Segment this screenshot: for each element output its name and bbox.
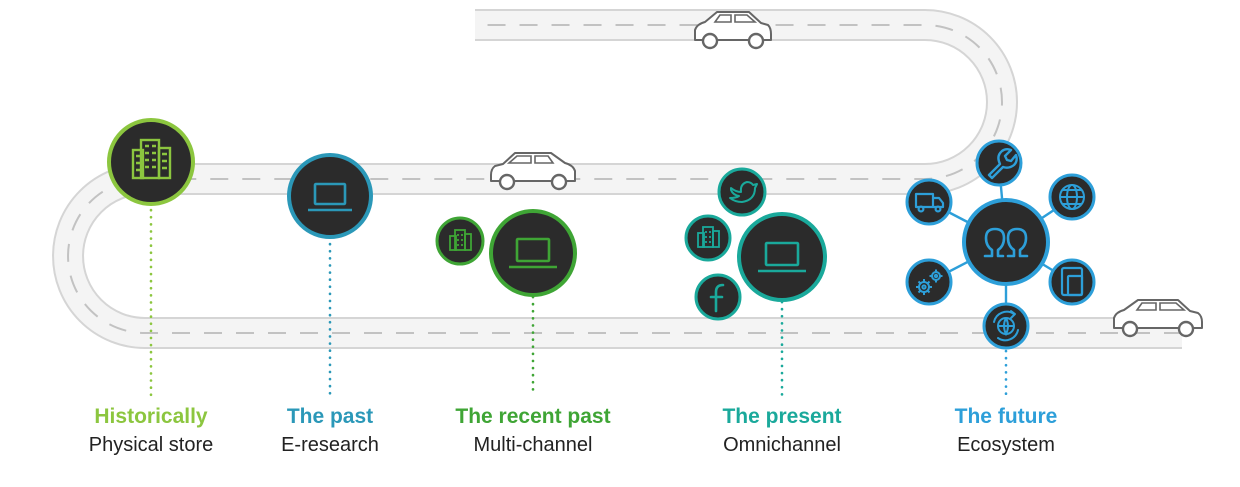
truck-icon (914, 192, 945, 213)
stage-subtitle: Multi-channel (473, 434, 593, 456)
stage-historically-label: Historically Physical store (46, 404, 256, 460)
stage-recent-past-node (435, 209, 577, 297)
tablet-icon (1060, 266, 1084, 297)
stage-future-label: The future Ecosystem (901, 404, 1111, 460)
car-icon (490, 152, 576, 191)
laptop-icon (308, 182, 352, 212)
stage-title: The present (722, 405, 842, 428)
stage-title: The past (286, 405, 374, 428)
globe-icon (1059, 184, 1085, 210)
stage-subtitle: Ecosystem (957, 434, 1055, 456)
connector-lines (149, 201, 1008, 398)
laptop-icon (509, 237, 557, 269)
wrench-icon (987, 148, 1018, 180)
stage-present-label: The present Omnichannel (677, 404, 887, 460)
stage-title: The recent past (455, 405, 611, 428)
stage-title: The future (954, 405, 1058, 428)
stage-subtitle: Omnichannel (723, 434, 841, 456)
building-icon (697, 226, 720, 248)
stage-title: Historically (94, 405, 208, 428)
laptop-icon (758, 241, 806, 273)
building-icon (449, 229, 472, 251)
stage-recent-past-label: The recent past Multi-channel (428, 404, 638, 460)
stage-subtitle: Physical store (88, 434, 214, 456)
stage-the-past-label: The past E-research (225, 404, 435, 460)
car-icon (694, 11, 772, 50)
gears-icon (916, 269, 943, 295)
facebook-icon (709, 283, 725, 313)
stage-subtitle: E-research (281, 434, 379, 456)
stage-future-node (905, 139, 1096, 350)
building-icon (131, 138, 172, 180)
stage-the-past-node (287, 153, 373, 239)
people-network-icon (983, 227, 1029, 258)
refresh-globe-icon (993, 310, 1019, 342)
car-icon (1113, 299, 1203, 338)
twitter-icon (729, 181, 758, 203)
stage-historically-node (107, 118, 195, 206)
stage-present-node (684, 167, 827, 321)
